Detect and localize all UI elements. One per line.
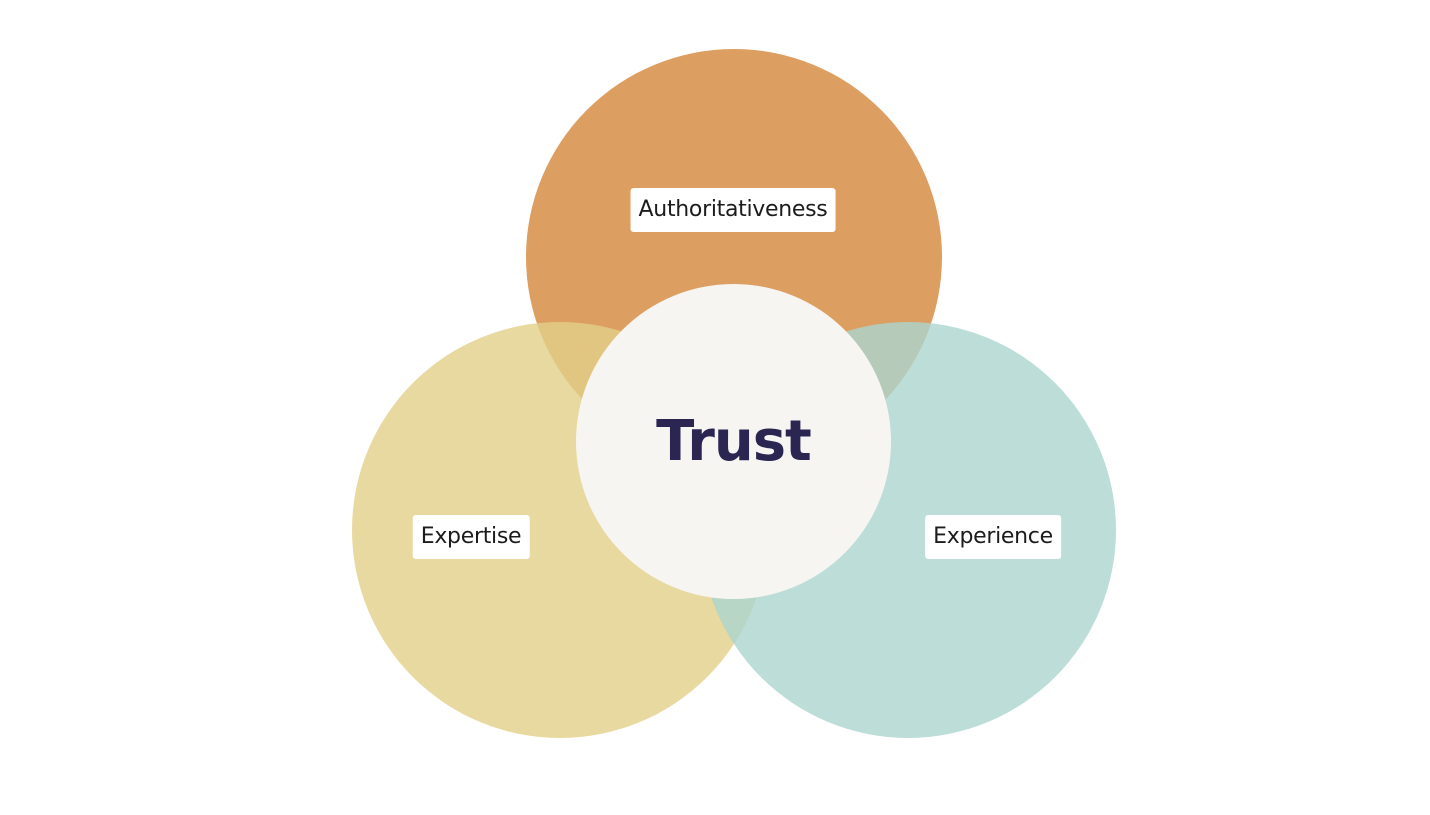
expertise-label: Expertise [412,515,530,559]
trust-label: Trust [656,409,812,474]
authoritativeness-label: Authoritativeness [630,188,836,232]
trust-center-circle: Trust [576,284,891,599]
experience-label: Experience [925,515,1061,559]
